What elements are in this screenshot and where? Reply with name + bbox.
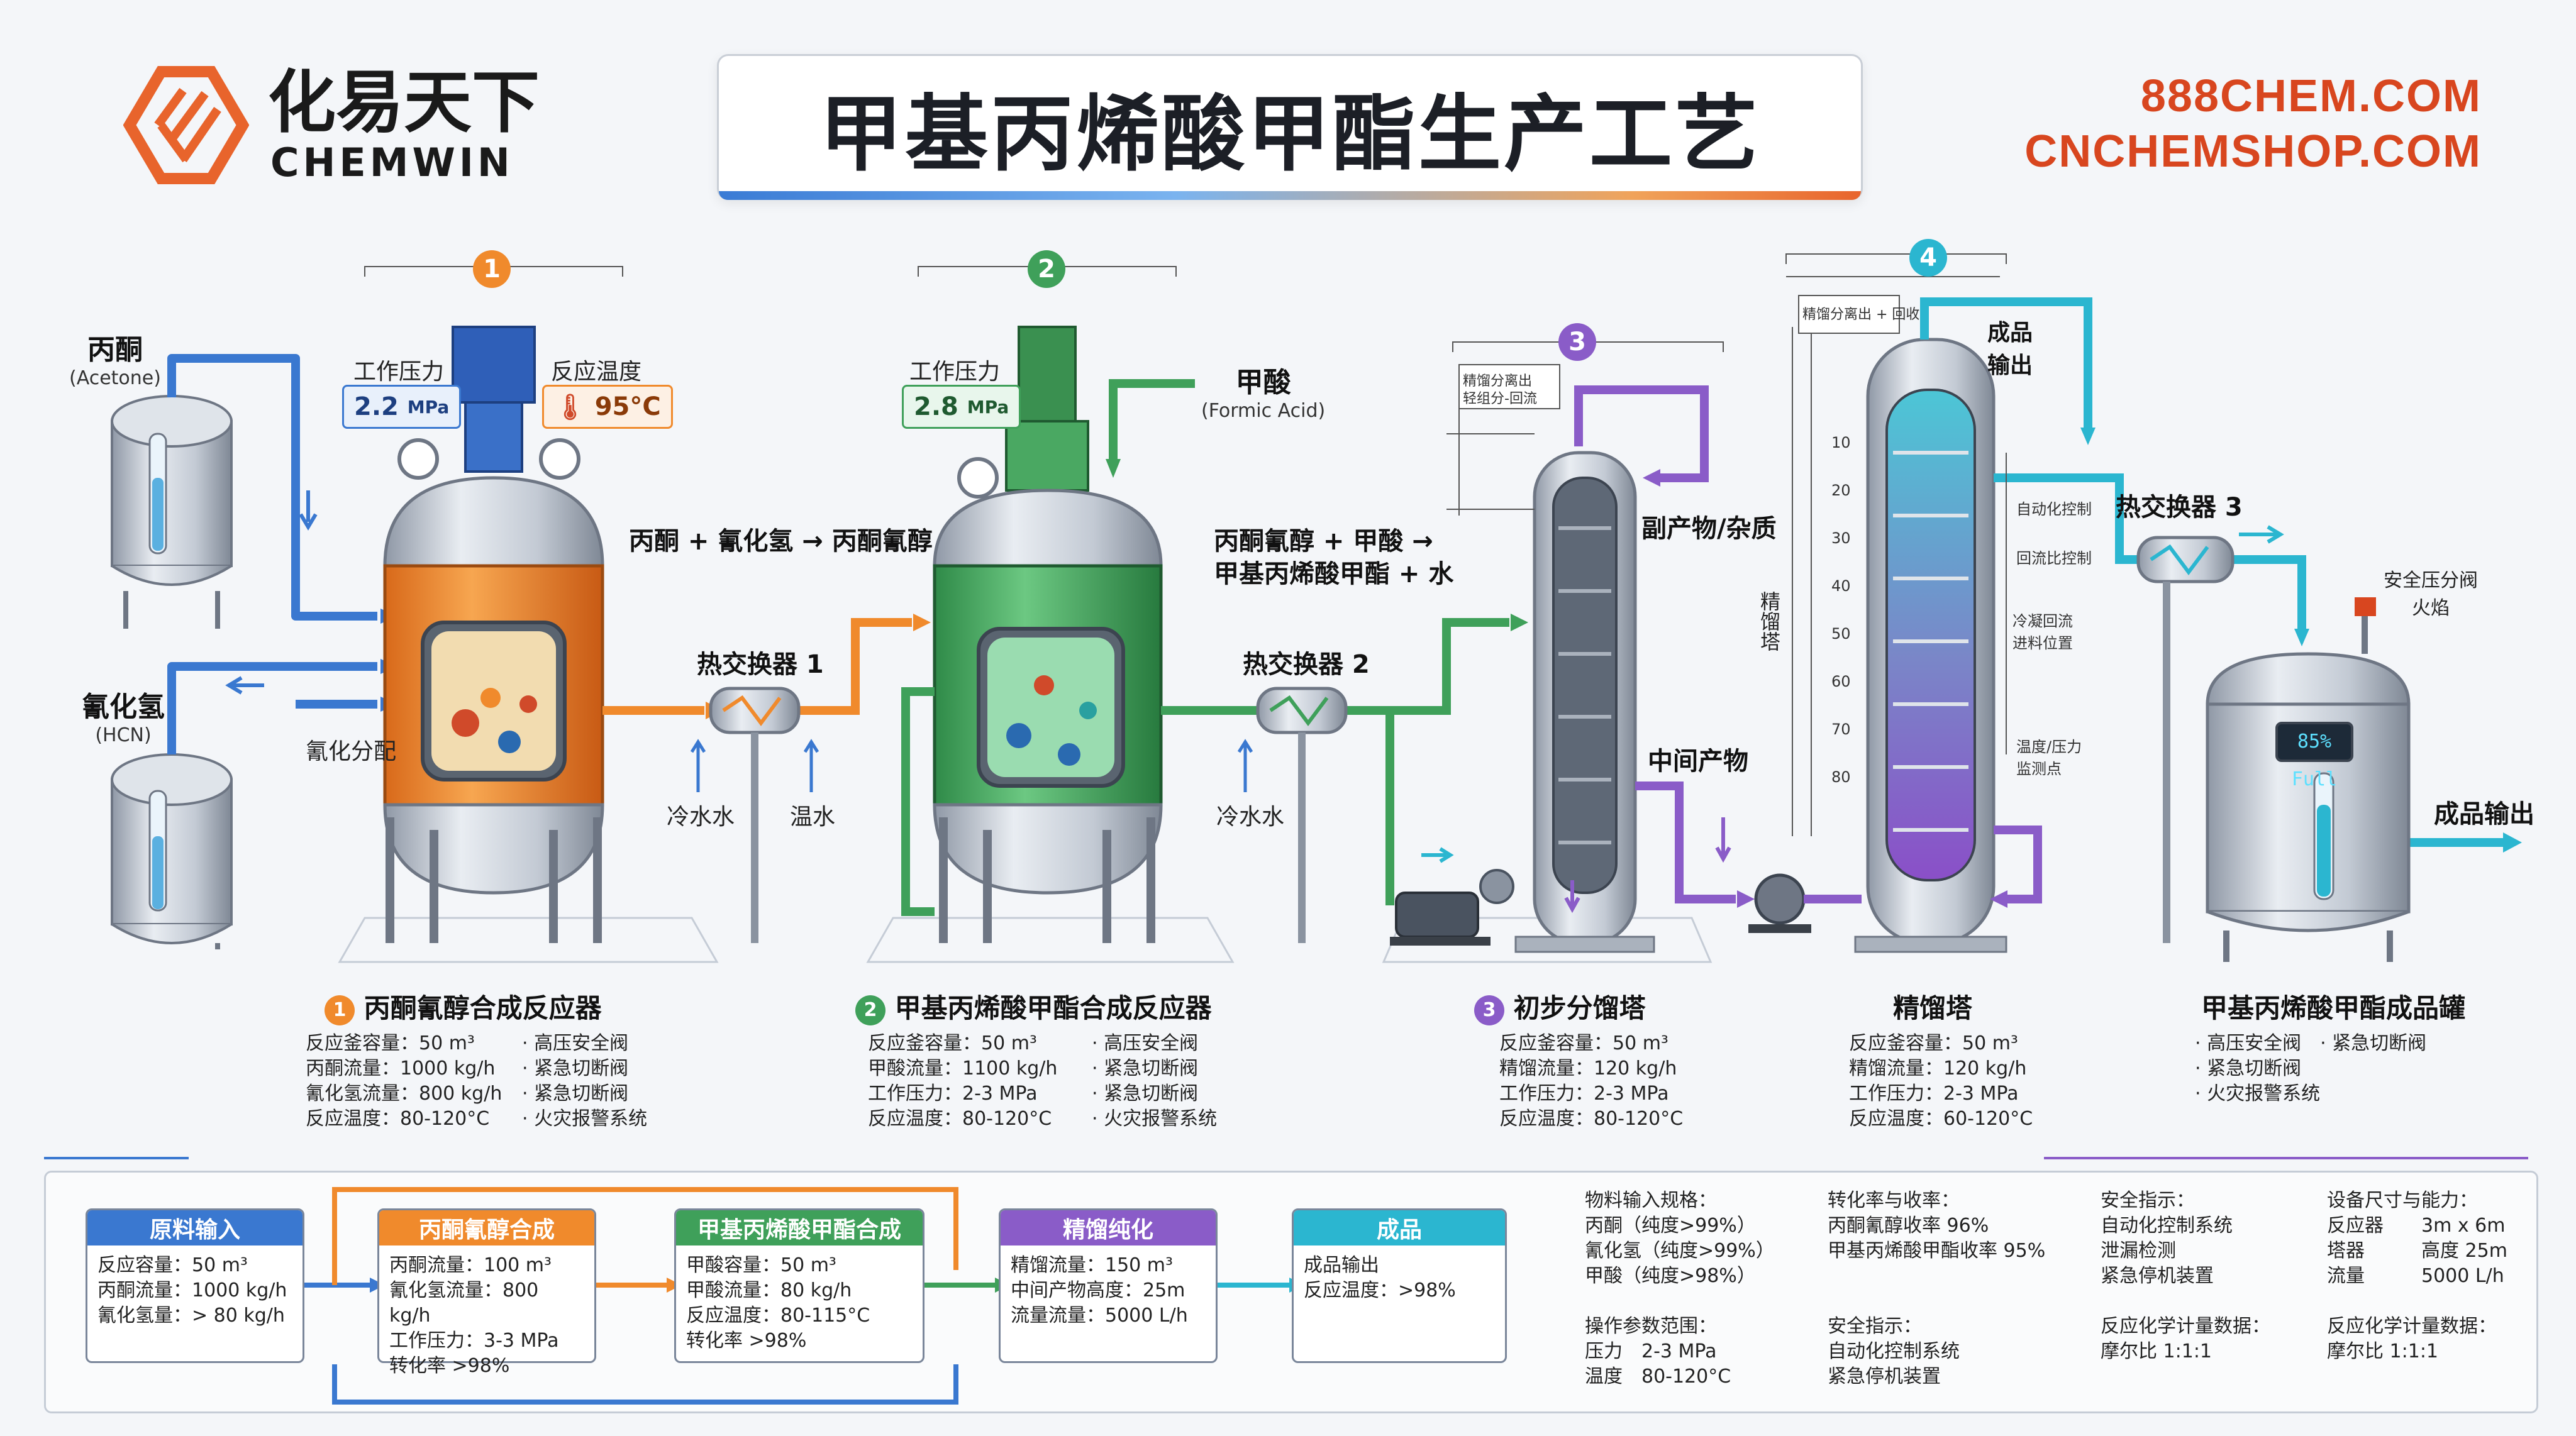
logo-en: CHEMWIN [270,140,514,185]
hx1-cold-in: 冷水水 [667,804,735,830]
equipment-1-safety: · 高压安全阀 · 紧急切断阀 · 紧急切断阀 · 火灾报警系统 [522,1032,648,1130]
logo-mark-icon [123,66,249,184]
note-4: 温度/压力 监测点 [2016,738,2082,778]
site-link-1[interactable]: 888CHEM.COM [2140,71,2482,121]
column-level-scale: 10 20 30 40 50 60 70 80 [1831,434,1851,786]
equipment-1-title: 1 丙酮氰醇合成反应器 [325,987,602,1025]
floor-plates [338,917,1713,963]
equipment-2-title: 2 甲基丙烯酸甲酯合成反应器 [855,987,1212,1025]
heat-exchanger-1 [690,687,819,943]
formic-label: 甲酸 (Formic Acid) [1201,367,1326,422]
hx3-label: 热交换器 3 [2116,493,2243,522]
step-4-badge: 4 [1909,239,1947,277]
site-link-2[interactable]: CNCHEMSHOP.COM [2024,126,2482,177]
column-4 [1854,338,2007,953]
thermometer-icon: 🌡 [554,392,586,422]
info-col-3: 安全指示： 自动化控制系统 泄漏检测 紧急停机装置 反应化学计量数据： 摩尔比 … [2101,1190,2270,1362]
s1-pressure-readout: 2.2 MPa [342,385,462,429]
flow-step-product: 成品 成品输出 反应温度：>98% [1292,1208,1507,1363]
flow-step-raw-input: 原料输入 反应容量：50 m³ 丙酮流量：1000 kg/h 氰化氢量：> 80… [86,1208,304,1363]
note-1: 自动化控制 [2016,500,2092,518]
s2-pressure-readout: 2.8 MPa [902,385,1021,429]
info-col-4: 设备尺寸与能力： 反应器 3m x 6m 塔器 高度 25m 流量 5000 L… [2327,1190,2507,1362]
hx2-label: 热交换器 2 [1243,650,1370,679]
equipment-5-title: 甲基丙烯酸甲酯成品罐 [2201,993,2466,1024]
reactor-1 [383,326,604,943]
equipment-4-specs: 反应釜容量：50 m³ 精馏流量：120 kg/h 工作压力：2-3 MPa 反… [1849,1032,2033,1130]
step-2-badge: 2 [1028,250,1065,288]
hcn-distribution-label: 氰化分配 [306,739,397,765]
s1-temp-label: 反应温度 [551,359,642,385]
s1-temp-readout: 🌡 95°C [542,385,673,429]
hcn-label: 氰化氢 (HCN) [82,691,165,746]
heat-exchanger-2 [1237,687,1348,943]
intermediate-label: 中间产物 [1648,747,1748,776]
info-col-2: 转化率与收率： 丙酮氰醇收率 96% 甲基丙烯酸甲酯收率 95% 安全指示： 自… [1828,1190,2046,1388]
s1-pressure-label: 工作压力 [353,359,445,385]
step-3-badge: 3 [1558,323,1596,361]
column-3 [1514,451,1655,953]
flow-step-purification: 精馏纯化 精馏流量：150 m³ 中间产物高度：25m 流量流量：5000 L/… [999,1208,1218,1363]
product-tank [2206,597,2411,962]
equipment-3-title: 3 初步分馏塔 [1474,987,1646,1025]
equipment-5-safety: · 高压安全阀 · 紧急切断阀 · 紧急切断阀 · 火灾报警系统 [2195,1032,2427,1105]
byproduct-label: 副产物/杂质 [1641,514,1777,543]
equipment-2-specs: 反应釜容量：50 m³ 甲酸流量：1100 kg/h 工作压力：2-3 MPa … [868,1032,1058,1130]
tank-output-label: 成品输出 [2434,800,2534,829]
note-2: 回流比控制 [2016,550,2092,567]
equipment-1-specs: 反应釜容量：50 m³ 丙酮流量：1000 kg/h 氰化氢流量：800 kg/… [306,1032,502,1130]
logo: 化易天下 CHEMWIN [123,65,601,185]
col4-mini-label: 精馏分离出 + 回收 [1802,307,1920,323]
pump-2 [1748,873,1811,933]
heat-exchanger-3 [2136,536,2235,943]
hx2-cold-in: 冷水水 [1216,804,1285,830]
info-col-1: 物料输入规格： 丙酮（纯度>99%） 氰化氢（纯度>99%） 甲酸（纯度>98%… [1585,1190,1775,1388]
reaction-1: 丙酮 + 氰化氢 → 丙酮氰醇 [629,527,933,556]
s2-pressure-label: 工作压力 [909,359,1001,385]
safety-valve-label: 安全压分阀 火焰 [2384,570,2478,619]
process-diagram [111,253,2522,963]
acetone-label: 丙酮 (Acetone) [69,334,161,389]
hx1-cold-out: 温水 [790,804,836,830]
logo-cn: 化易天下 [268,64,540,142]
acetone-tank [111,395,233,629]
column-side-label: 精馏塔 [1757,591,1781,651]
reaction-2b: 甲基丙烯酸甲酯 + 水 [1214,560,1454,588]
pump-1 [1390,869,1514,946]
equipment-4-title: 精馏塔 [1893,993,1973,1024]
col3-mini-label: 精馏分离出 [1463,373,1533,389]
col3-mini-sub: 轻组分-回流 [1463,391,1537,407]
flow-step-acetone-cyanohydrin: 丙酮氰醇合成 丙酮流量：100 m³ 氰化氢流量：800 kg/h 工作压力：3… [377,1208,596,1377]
hcn-tank [111,753,233,949]
step-1-badge: 1 [473,250,511,288]
page-title: 甲基丙烯酸甲酯生产工艺 [819,86,1760,183]
reaction-2a: 丙酮氰醇 + 甲酸 → [1214,527,1433,556]
flow-step-mma-synthesis: 甲基丙烯酸甲酯合成 甲酸容量：50 m³ 甲酸流量：80 kg/h 反应温度：8… [674,1208,924,1363]
product-out-label: 成品 输出 [1987,320,2033,378]
tank-level-display: 85% Full [2291,731,2338,790]
title-banner: 甲基丙烯酸甲酯生产工艺 [717,54,1863,200]
equipment-2-safety: · 高压安全阀 · 紧急切断阀 · 紧急切断阀 · 火灾报警系统 [1092,1032,1218,1130]
note-3: 冷凝回流 进料位置 [2012,612,2073,652]
hx1-label: 热交换器 1 [697,650,824,679]
reactor-2 [933,326,1163,943]
equipment-3-specs: 反应釜容量：50 m³ 精馏流量：120 kg/h 工作压力：2-3 MPa 反… [1499,1032,1684,1130]
feed-pipes [167,354,377,754]
